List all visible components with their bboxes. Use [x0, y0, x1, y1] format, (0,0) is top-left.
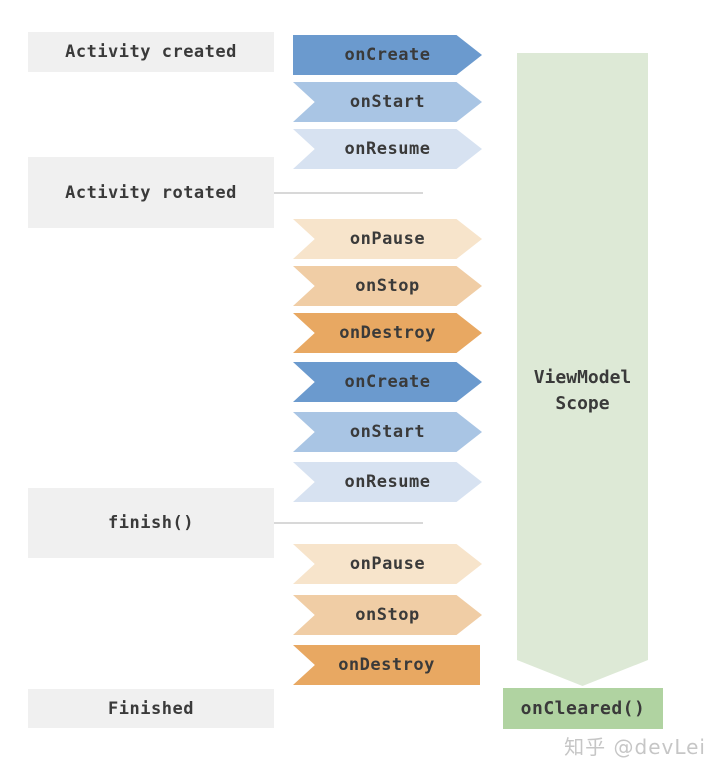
stage-label: Finished: [108, 698, 194, 719]
oncleared-box: onCleared(): [503, 688, 663, 729]
stage-box-activity-rotated: Activity rotated: [28, 157, 274, 228]
lifecycle-arrow-label: onCreate: [344, 372, 431, 392]
lifecycle-arrow-label: onCreate: [344, 45, 431, 65]
lifecycle-arrow-onstart-1: onStart: [293, 82, 482, 122]
lifecycle-arrow-label: onResume: [344, 139, 431, 159]
lifecycle-arrow-label: onResume: [344, 472, 431, 492]
stage-box-finish: finish(): [28, 488, 274, 558]
lifecycle-arrow-oncreate-2: onCreate: [293, 362, 482, 402]
connector-line-activity-rotated: [274, 192, 423, 194]
lifecycle-arrow-onresume-2: onResume: [293, 462, 482, 502]
stage-label: Activity rotated: [65, 182, 237, 203]
lifecycle-arrow-label: onPause: [349, 229, 426, 249]
stage-label: Activity created: [65, 42, 237, 62]
lifecycle-arrow-label: onStop: [355, 605, 420, 625]
lifecycle-arrow-oncreate-1: onCreate: [293, 35, 482, 75]
stage-box-finished: Finished: [28, 689, 274, 728]
lifecycle-arrow-label: onDestroy: [338, 655, 435, 675]
lifecycle-arrow-onstop-2: onStop: [293, 595, 482, 635]
lifecycle-arrow-ondestroy-1: onDestroy: [293, 313, 482, 353]
lifecycle-arrow-label: onPause: [349, 554, 426, 574]
connector-line-finish: [274, 522, 423, 524]
lifecycle-arrow-onpause-1: onPause: [293, 219, 482, 259]
viewmodel-scope-arrow: ViewModel Scope: [517, 53, 648, 686]
lifecycle-arrow-label: onStart: [349, 422, 426, 442]
viewmodel-scope-line2: Scope: [555, 393, 610, 414]
oncleared-label: onCleared(): [520, 698, 646, 719]
stage-box-activity-created: Activity created: [28, 32, 274, 72]
lifecycle-arrow-onstart-2: onStart: [293, 412, 482, 452]
lifecycle-arrow-onresume-1: onResume: [293, 129, 482, 169]
viewmodel-scope-line1: ViewModel: [533, 367, 632, 388]
watermark-text: 知乎 @devLei: [564, 735, 706, 759]
lifecycle-arrow-label: onStop: [355, 276, 420, 296]
lifecycle-arrow-label: onStart: [349, 92, 426, 112]
lifecycle-arrow-label: onDestroy: [339, 323, 436, 343]
lifecycle-arrow-onpause-2: onPause: [293, 544, 482, 584]
lifecycle-arrow-ondestroy-2: onDestroy: [293, 645, 480, 685]
viewmodel-scope-label: ViewModel Scope: [517, 365, 648, 417]
stage-label: finish(): [108, 513, 194, 533]
lifecycle-arrow-onstop-1: onStop: [293, 266, 482, 306]
